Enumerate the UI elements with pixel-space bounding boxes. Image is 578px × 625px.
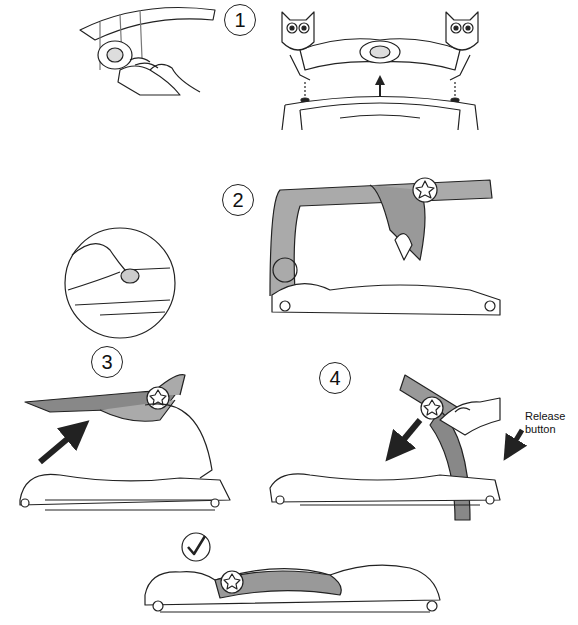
- step-number: 3: [101, 352, 112, 372]
- step-number: 4: [329, 368, 340, 388]
- step-circle: 2: [222, 184, 254, 216]
- step-circle: 4: [319, 362, 351, 394]
- step-number: 1: [234, 10, 245, 30]
- step-number: 2: [232, 190, 243, 210]
- step-circle: 1: [224, 4, 256, 36]
- step-circle: 3: [91, 346, 123, 378]
- callout-label: Release button: [525, 410, 575, 435]
